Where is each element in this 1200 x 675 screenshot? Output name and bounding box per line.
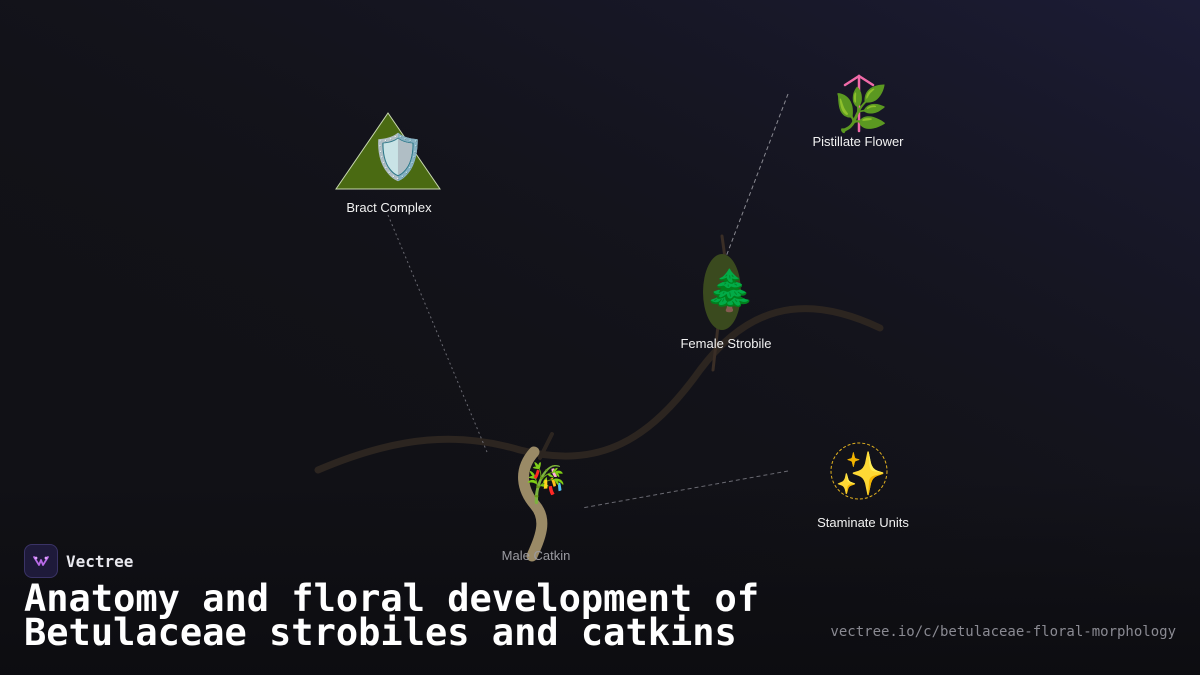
pistil-symbol bbox=[843, 74, 875, 133]
evergreen-tree-icon: 🌲 bbox=[705, 267, 755, 314]
herb-icon: 🌿 bbox=[834, 84, 889, 135]
male-catkin-label: Male Catkin bbox=[502, 548, 571, 563]
node-male-catkin[interactable]: 🎋 Male Catkin bbox=[502, 446, 571, 563]
vectree-logo-icon bbox=[24, 544, 58, 578]
strobile-body bbox=[703, 254, 741, 330]
shield-icon: 🛡️ bbox=[371, 132, 426, 183]
staminate-ring bbox=[830, 442, 888, 500]
tanabata-tree-icon: 🎋 bbox=[522, 461, 569, 505]
brand[interactable]: Vectree bbox=[24, 544, 133, 578]
brand-name: Vectree bbox=[66, 551, 134, 571]
node-pistillate-flower[interactable]: 🌿 Pistillate Flower bbox=[812, 74, 904, 149]
staminate-units-label: Staminate Units bbox=[817, 515, 909, 530]
pistillate-flower-label: Pistillate Flower bbox=[812, 134, 904, 149]
node-staminate-units[interactable]: ✨ Staminate Units bbox=[817, 442, 909, 530]
page-title: Anatomy and floral development of Betula… bbox=[24, 580, 824, 651]
connector-pistillate-to-strobile bbox=[723, 93, 789, 263]
catkin-stalk bbox=[538, 432, 554, 460]
title-line-1: Anatomy and floral development of bbox=[24, 577, 760, 620]
branch-stem bbox=[314, 305, 884, 474]
bract-triangle bbox=[335, 112, 441, 190]
node-female-strobile[interactable]: 🌲 Female Strobile bbox=[680, 234, 772, 372]
bract-complex-label: Bract Complex bbox=[346, 200, 432, 215]
node-bract-complex[interactable]: 🛡️ Bract Complex bbox=[335, 112, 441, 215]
title-line-2: Betulaceae strobiles and catkins bbox=[24, 611, 737, 654]
source-url[interactable]: vectree.io/c/betulaceae-floral-morpholog… bbox=[830, 624, 1176, 640]
female-strobile-label: Female Strobile bbox=[680, 336, 771, 351]
catkin-body bbox=[518, 446, 548, 562]
sparkles-icon: ✨ bbox=[835, 449, 887, 498]
